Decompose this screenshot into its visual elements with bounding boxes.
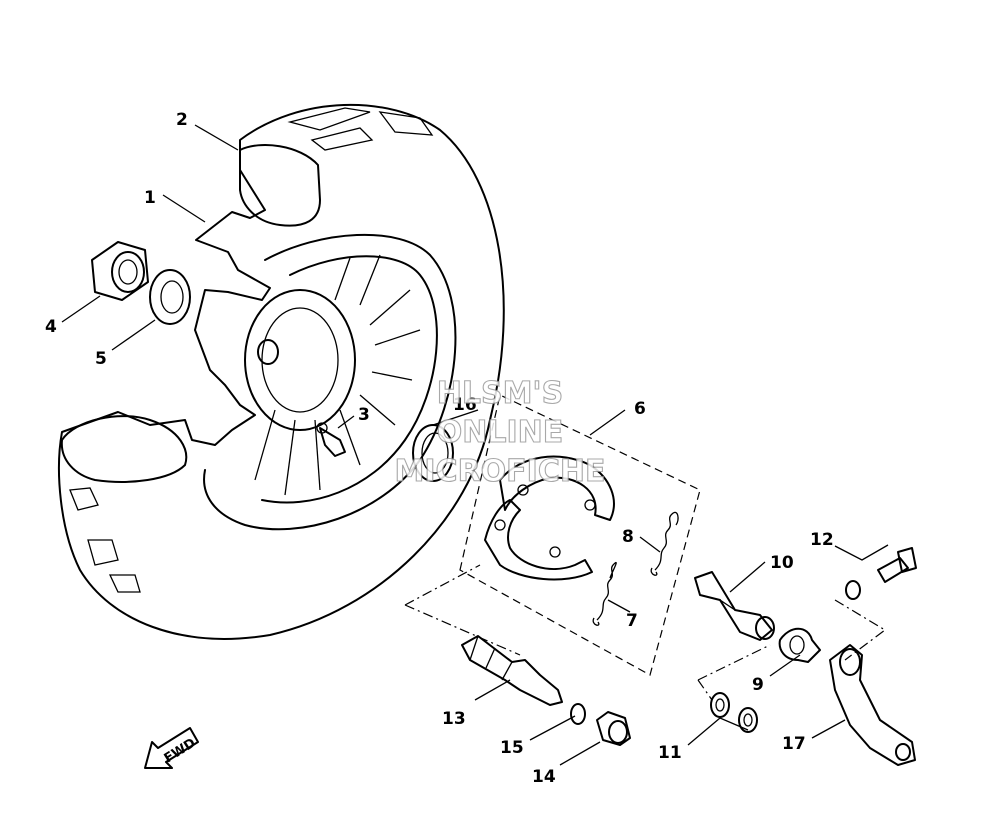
callout-16: 16 <box>453 395 477 415</box>
watermark-line-1: HLSM'S <box>437 376 563 411</box>
fwd-label: FWD <box>162 736 199 767</box>
callout-10: 10 <box>770 553 794 573</box>
callout-9: 9 <box>752 675 764 695</box>
cam-lever <box>829 644 916 766</box>
wheel-assembly <box>58 103 505 640</box>
spring-7 <box>592 561 617 626</box>
callout-17: 17 <box>782 734 806 754</box>
callout-2: 2 <box>176 110 188 130</box>
fwd-arrow-icon: FWD <box>144 727 199 769</box>
tire <box>58 103 505 640</box>
callout-4: 4 <box>45 317 57 337</box>
spring-8 <box>650 511 679 576</box>
rim <box>203 233 457 531</box>
wear-indicator <box>778 627 821 663</box>
callout-11: 11 <box>658 743 682 763</box>
bolt <box>845 547 917 600</box>
camshaft <box>694 571 775 641</box>
ring-15 <box>570 703 586 725</box>
brake-shoes <box>484 455 615 581</box>
callout-15: 15 <box>500 738 524 758</box>
washer <box>149 269 191 325</box>
callout-8: 8 <box>622 527 634 547</box>
callout-7: 7 <box>626 611 638 631</box>
callout-5: 5 <box>95 349 107 369</box>
callout-14: 14 <box>532 767 556 787</box>
axle-nut <box>91 241 149 301</box>
callout-6: 6 <box>634 399 646 419</box>
nut-14 <box>596 711 631 746</box>
watermark: HLSM'S ONLINE MICROFICHE <box>394 375 606 489</box>
callout-3: 3 <box>358 405 370 425</box>
axle <box>461 635 563 706</box>
valve <box>319 427 346 457</box>
hub <box>244 289 356 431</box>
brake-kit-box <box>459 394 701 676</box>
watermark-line-2: ONLINE <box>437 415 564 450</box>
washers-11 <box>710 692 758 733</box>
callout-1: 1 <box>144 188 156 208</box>
watermark-line-3: MICROFICHE <box>395 454 606 489</box>
callout-12: 12 <box>810 530 834 550</box>
callout-13: 13 <box>442 709 466 729</box>
